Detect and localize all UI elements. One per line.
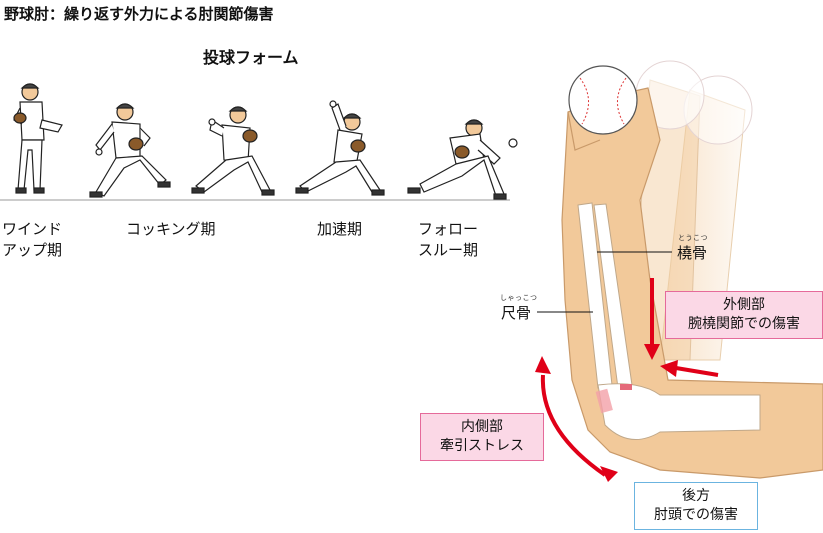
posterior-injury-box: 後方 肘頭での傷害 xyxy=(634,482,758,530)
pitcher-cocking-icon xyxy=(89,103,171,198)
posterior-injury-detail: 肘頭での傷害 xyxy=(654,507,738,523)
radius-label: 橈骨 xyxy=(677,244,708,262)
phase-label-follow-through: フォロー スルー期 xyxy=(418,219,478,261)
phase-line: フォロー xyxy=(418,220,479,238)
pitching-form-heading: 投球フォーム xyxy=(203,48,299,67)
red-arrows xyxy=(535,278,719,482)
phase-line: アップ期 xyxy=(2,241,63,259)
phase-label-windup: ワインド アップ期 xyxy=(2,219,62,261)
medial-injury-detail: 牽引ストレス xyxy=(440,438,524,454)
pitcher-late-cocking-icon xyxy=(191,106,275,196)
phase-line: コッキング期 xyxy=(126,220,216,238)
phase-line: 加速期 xyxy=(317,220,363,238)
lateral-injury-box: 外側部 腕橈関節での傷害 xyxy=(665,291,823,339)
page-title: 野球肘：繰り返す外力による肘関節傷害 xyxy=(4,5,274,23)
phase-label-cocking: コッキング期 xyxy=(126,219,216,240)
forearm-bones xyxy=(577,202,761,441)
phase-line: スルー期 xyxy=(418,241,479,259)
phase-label-acceleration: 加速期 xyxy=(317,219,362,240)
lateral-injury-detail: 腕橈関節での傷害 xyxy=(688,316,800,332)
phase-line: ワインド xyxy=(2,220,63,238)
pitcher-windup-icon xyxy=(13,83,63,194)
radius-ruby: とうこつ xyxy=(678,234,708,242)
ulna-ruby: しゃっこつ xyxy=(500,294,538,302)
pitcher-acceleration-icon xyxy=(295,100,385,196)
pitcher-follow-through-icon xyxy=(407,119,518,200)
medial-injury-box: 内側部 牽引ストレス xyxy=(420,413,544,461)
posterior-injury-title: 後方 xyxy=(682,488,710,504)
baseball-icon xyxy=(568,65,638,135)
medial-injury-title: 内側部 xyxy=(461,419,503,435)
lateral-injury-title: 外側部 xyxy=(723,297,765,313)
ulna-label: 尺骨 xyxy=(501,304,532,322)
